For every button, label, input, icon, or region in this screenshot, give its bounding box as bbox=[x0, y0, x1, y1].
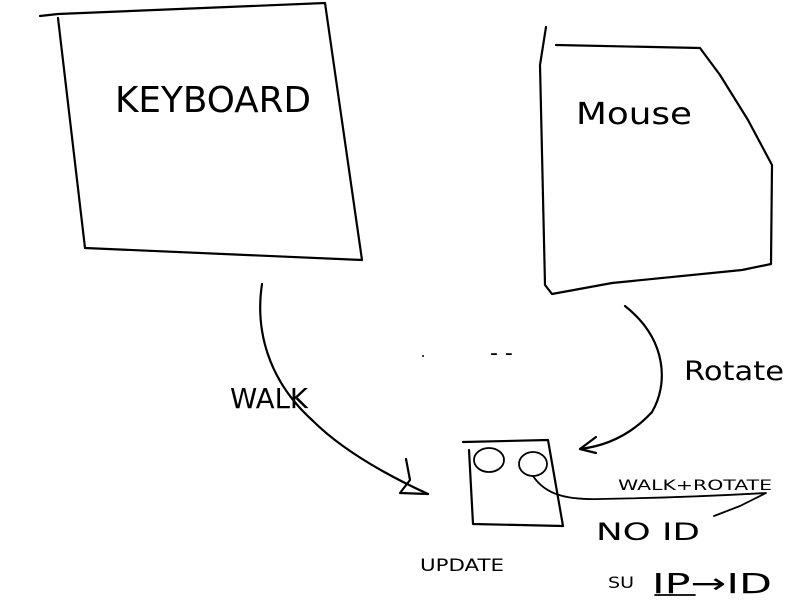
rotate-edge: Rotate bbox=[578, 304, 784, 455]
update-ellipse-right bbox=[518, 451, 548, 477]
update-ellipse-left bbox=[473, 447, 505, 473]
walk-arrow-line bbox=[259, 282, 430, 496]
stray-dot bbox=[422, 355, 424, 357]
keyboard-box bbox=[38, 1, 364, 262]
update-box bbox=[461, 438, 565, 528]
walk-edge: WALK bbox=[230, 282, 430, 496]
walk-label: WALK bbox=[230, 382, 309, 415]
rotate-arrow-head bbox=[578, 435, 598, 455]
walk-rotate-note: WALK+ROTATE bbox=[618, 478, 772, 494]
su-ip-id-note: SU IP→ID bbox=[608, 567, 772, 600]
ellipsis-mark: - - bbox=[490, 341, 513, 366]
mouse-label: Mouse bbox=[576, 97, 692, 132]
walk-arrow-head bbox=[398, 457, 430, 496]
output-edge bbox=[532, 475, 767, 517]
no-id-note: NO ID bbox=[596, 518, 700, 546]
output-line bbox=[532, 475, 767, 517]
su-prefix: SU bbox=[608, 573, 634, 592]
update-node: UPDATE bbox=[420, 438, 565, 576]
mouse-box bbox=[538, 25, 774, 296]
mouse-node: Mouse bbox=[538, 25, 774, 296]
rotate-arrow-line bbox=[578, 304, 663, 451]
update-label: UPDATE bbox=[420, 556, 504, 576]
rotate-label: Rotate bbox=[684, 356, 784, 387]
keyboard-node: KEYBOARD bbox=[38, 1, 364, 262]
keyboard-label: KEYBOARD bbox=[115, 80, 311, 121]
